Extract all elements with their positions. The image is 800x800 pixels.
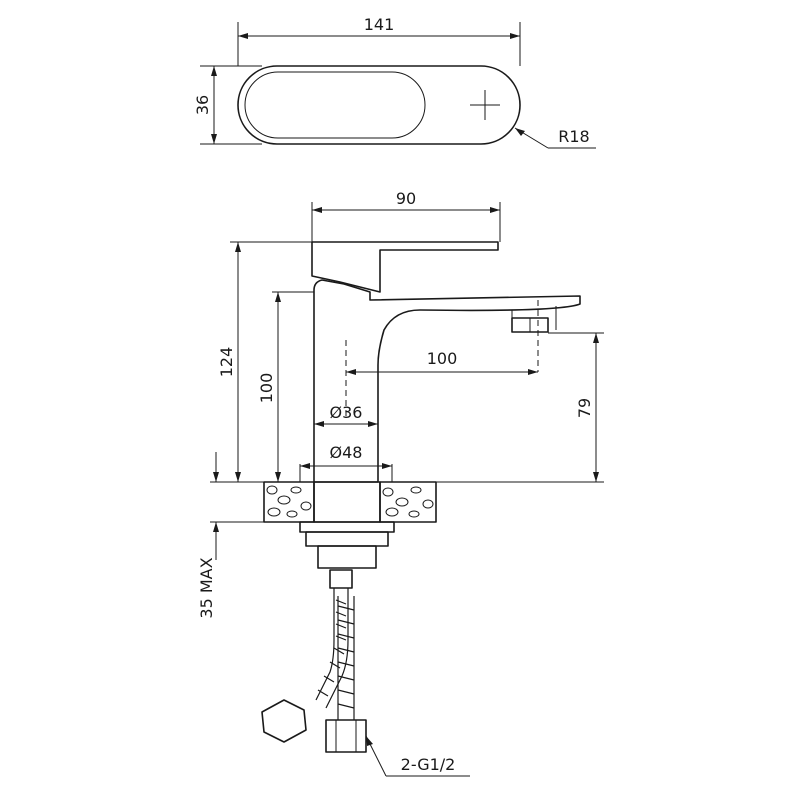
dim-max-thickness: 35 MAX xyxy=(197,557,216,618)
dim-radius: R18 xyxy=(558,127,589,146)
dim-outlet-height: 79 xyxy=(575,398,594,418)
dim-connection: 2-G1/2 xyxy=(401,755,456,774)
dim-top-width: 141 xyxy=(364,15,395,34)
dim-body-diameter: Ø36 xyxy=(330,403,363,422)
mounting-nut xyxy=(305,531,389,547)
dim-top-depth: 36 xyxy=(193,95,212,115)
lever-handle xyxy=(311,241,499,293)
top-view-outline xyxy=(237,65,521,145)
dim-body-height: 100 xyxy=(257,373,276,404)
side-view: 124 100 90 100 79 Ø36 xyxy=(197,189,604,777)
dim-spout-reach: 100 xyxy=(427,349,458,368)
faucet-body xyxy=(313,279,581,483)
mounting-shank xyxy=(313,481,381,523)
stone-texture xyxy=(266,485,434,518)
dim-total-height: 124 xyxy=(217,347,236,378)
mounting-washer xyxy=(299,521,395,533)
dim-spout-length: 90 xyxy=(396,189,416,208)
dim-base-diameter: Ø48 xyxy=(330,443,363,462)
flexible-hoses xyxy=(261,569,367,753)
threaded-rod xyxy=(317,545,377,569)
top-view-lever xyxy=(244,71,426,139)
top-view: 141 36 R18 xyxy=(193,15,596,149)
